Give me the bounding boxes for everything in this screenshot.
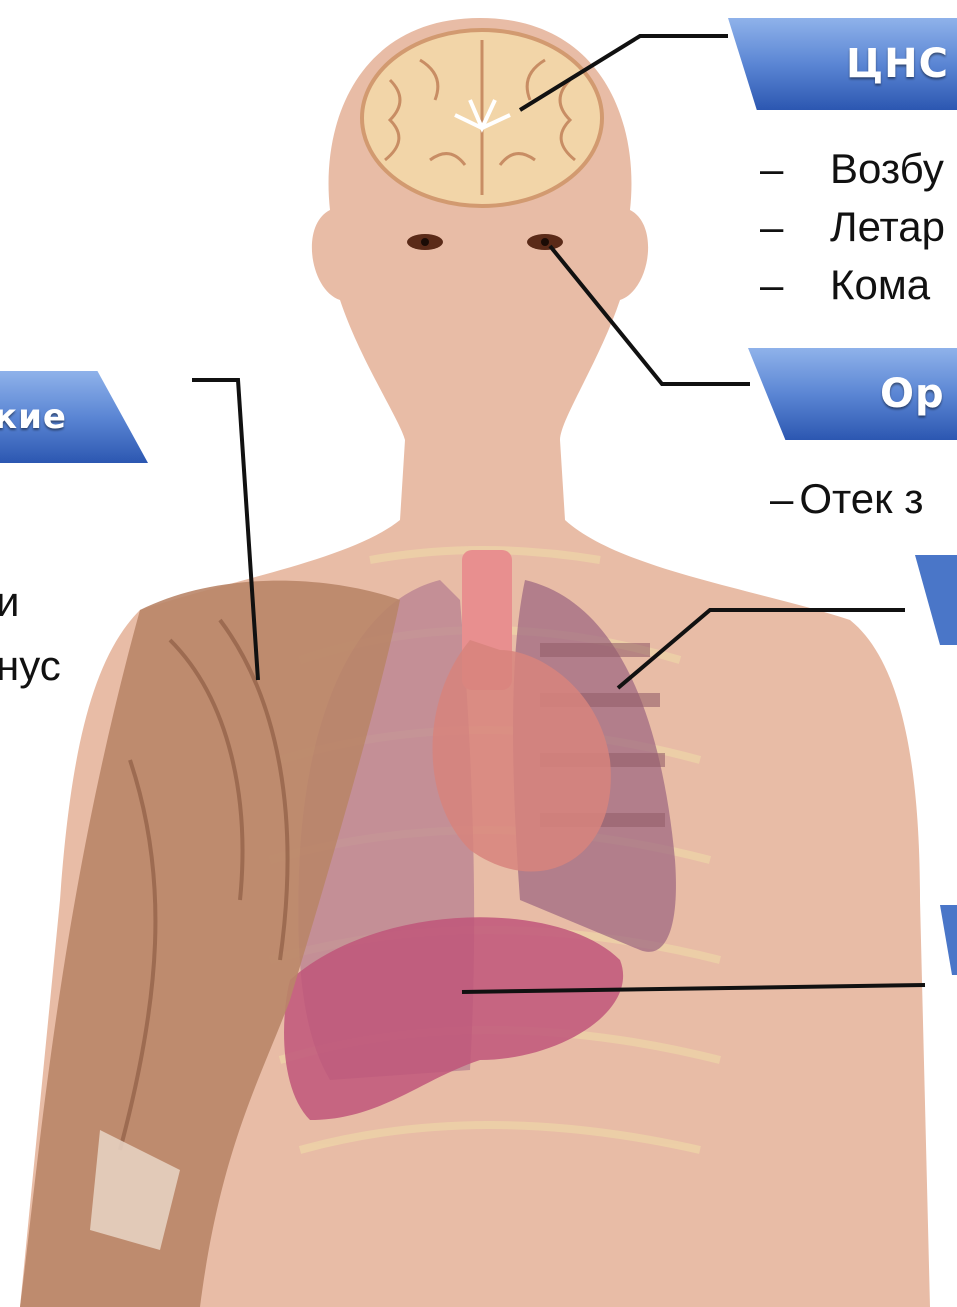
partial-banner-liver bbox=[940, 905, 957, 975]
organs-banner-label: Ор bbox=[748, 371, 945, 417]
muscle-item-0: и bbox=[0, 578, 19, 626]
list-item: –Отек з bbox=[770, 470, 923, 528]
muscle-symptom-list: и нус bbox=[0, 570, 61, 698]
list-item: –Летар bbox=[760, 198, 945, 256]
list-item: и bbox=[0, 570, 61, 634]
cns-item-0: Возбу bbox=[830, 145, 944, 193]
organ-symptom-list: –Отек з bbox=[770, 470, 923, 528]
cns-item-1: Летар bbox=[830, 203, 945, 251]
partial-banner-lungs bbox=[915, 555, 957, 645]
list-item: нус bbox=[0, 634, 61, 698]
partial-banners bbox=[915, 555, 957, 975]
cns-item-2: Кома bbox=[830, 261, 930, 309]
cns-symptom-list: –Возбу –Летар –Кома bbox=[760, 140, 945, 314]
cns-banner-label: ЦНС bbox=[728, 41, 949, 87]
brain-illustration bbox=[362, 30, 602, 206]
muscles-banner-label: кие bbox=[0, 397, 67, 437]
muscle-item-1: нус bbox=[0, 642, 61, 690]
list-item: –Кома bbox=[760, 256, 945, 314]
organ-item-0: Отек з bbox=[799, 475, 923, 523]
list-item: –Возбу bbox=[760, 140, 945, 198]
cns-banner: ЦНС bbox=[728, 18, 957, 110]
